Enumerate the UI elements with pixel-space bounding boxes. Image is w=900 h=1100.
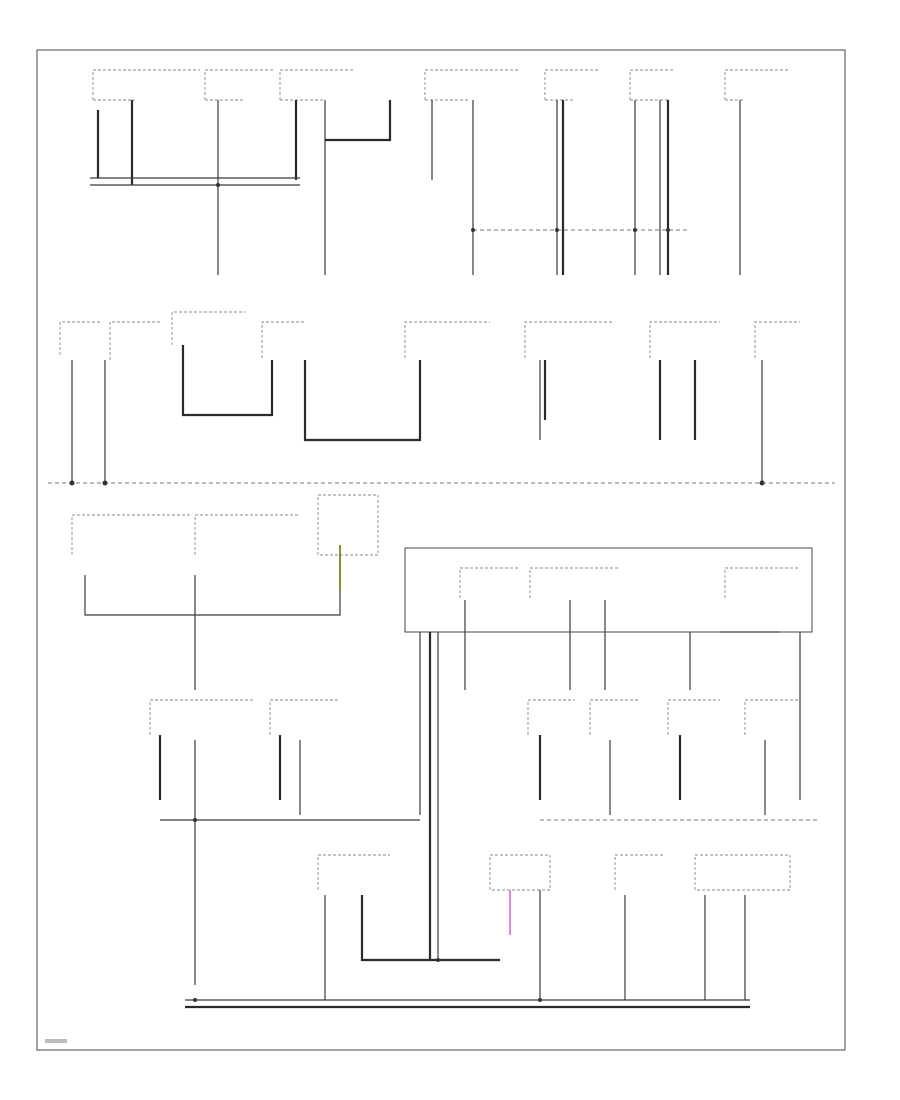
- row-1-components: [90, 69, 790, 275]
- footer-code: [45, 1039, 67, 1043]
- row-2-components: [48, 311, 835, 486]
- row-3-components: [71, 494, 813, 800]
- row-5-components: [185, 854, 791, 1009]
- row-4-components: [149, 632, 820, 985]
- diagram-frame: [36, 49, 846, 1051]
